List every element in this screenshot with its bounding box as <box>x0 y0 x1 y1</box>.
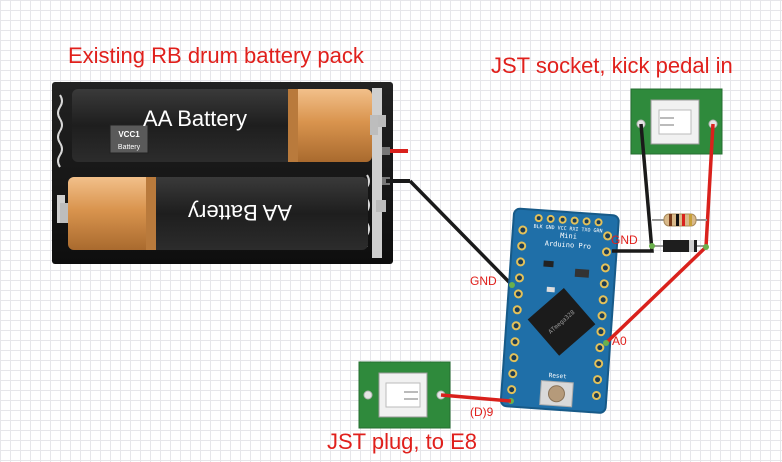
board-name-line2: Mini <box>560 232 577 241</box>
reset-label: Reset <box>548 372 567 380</box>
jst-plug-title: JST plug, to E8 <box>327 429 478 454</box>
battery-cell-bottom-label: AA Battery <box>188 200 292 225</box>
wire-battery-to-gnd <box>408 179 514 287</box>
jst-socket <box>630 88 723 155</box>
vcc-sub-label: Battery <box>118 144 141 151</box>
wire-plug-red <box>440 393 512 403</box>
pin-label-a0: A0 <box>612 334 627 348</box>
diode <box>652 240 707 252</box>
wire-socket-black <box>612 123 654 253</box>
battery-terminals <box>382 147 410 185</box>
top-pin-grn: GRN <box>593 228 602 235</box>
battery-cell-top-label: AA Battery <box>143 106 247 131</box>
top-pin-vcc: VCC <box>557 225 566 232</box>
top-pin-rxi: RXI <box>569 226 578 233</box>
top-pin-blk: BLK <box>533 224 542 231</box>
battery-cell-bottom: AA Battery <box>60 177 368 250</box>
top-pin-txo: TXO <box>581 227 590 234</box>
vcc-label: VCC1 <box>118 130 140 139</box>
arduino-pro-mini: BLK GND VCC RXI TXO GRN Mini Arduino Pro… <box>499 207 620 414</box>
pin-label-d9: (D)9 <box>470 405 494 419</box>
resistor <box>652 213 707 227</box>
board-name-line1: Arduino Pro <box>544 240 591 251</box>
jst-socket-title: JST socket, kick pedal in <box>491 53 733 78</box>
top-pin-gnd: GND <box>545 225 554 232</box>
pin-label-gnd-right: GND <box>611 233 638 247</box>
battery-pack-title: Existing RB drum battery pack <box>68 43 364 68</box>
pin-label-gnd-left: GND <box>470 274 497 288</box>
battery-cell-top: VCC1 Battery AA Battery <box>72 89 378 162</box>
jst-plug <box>358 361 451 429</box>
